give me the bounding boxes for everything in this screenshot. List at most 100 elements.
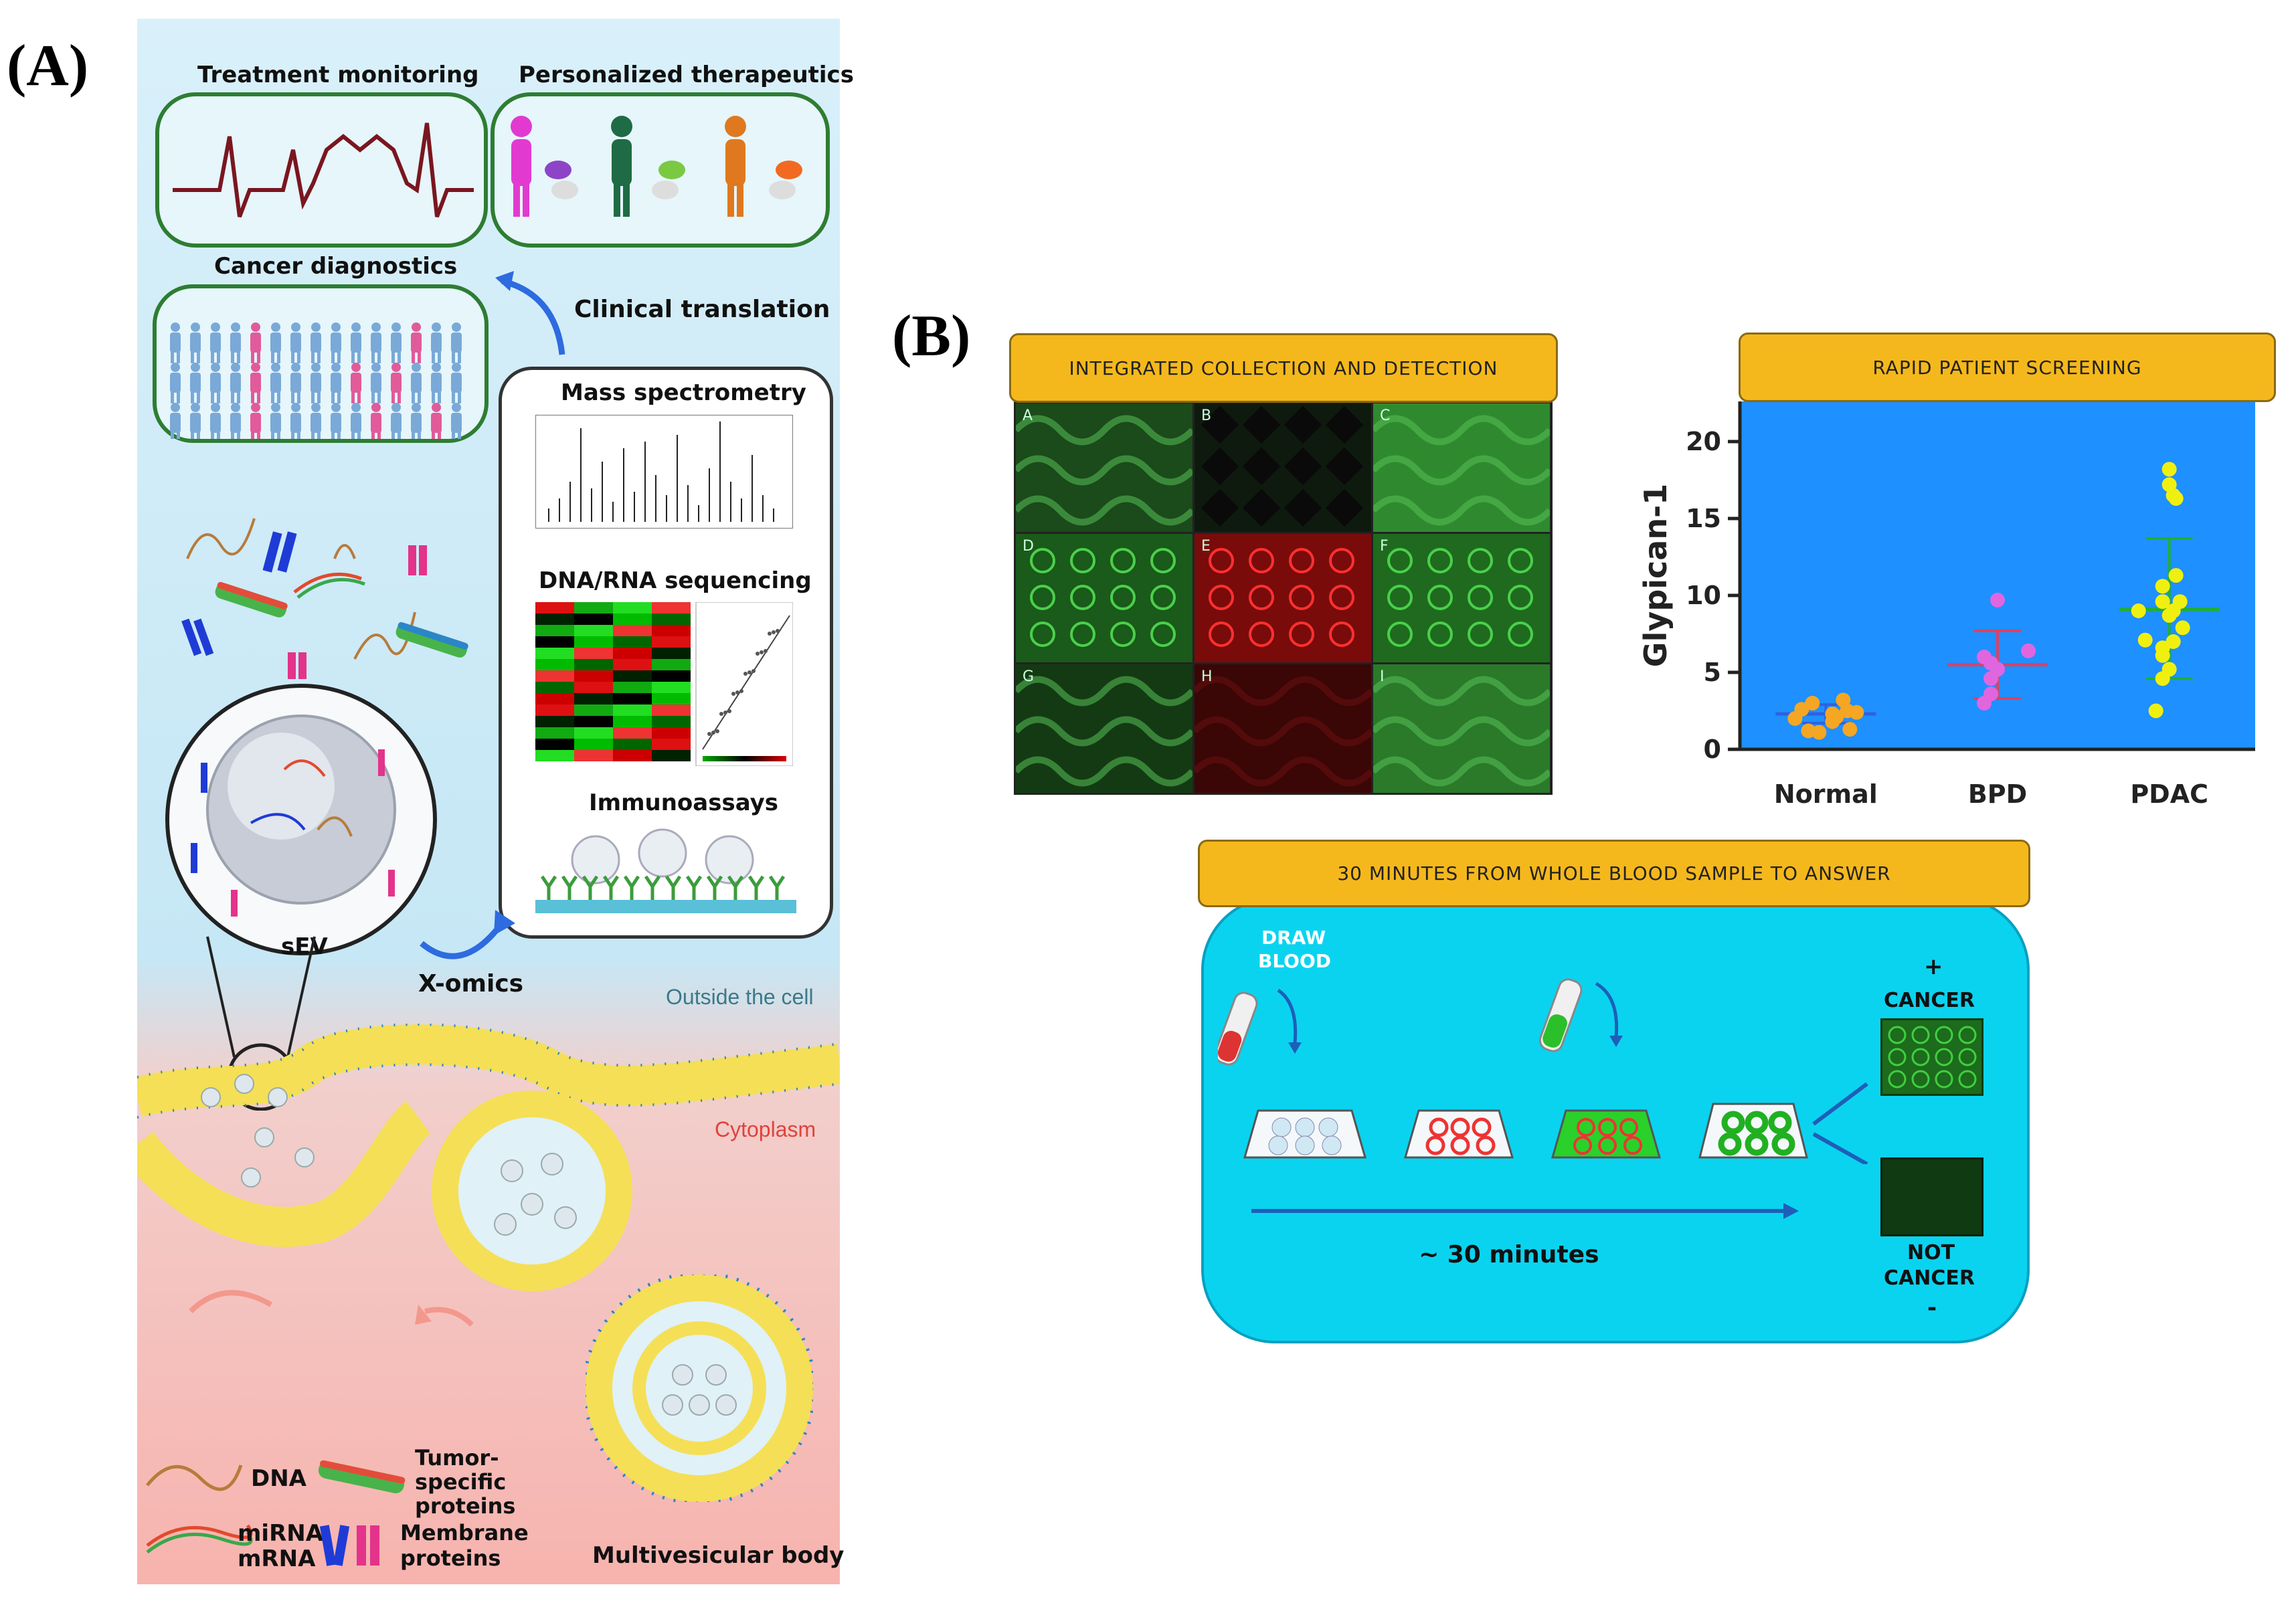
y-tick-label: 0 (1704, 735, 1721, 764)
plate-result-icon (1698, 1103, 1808, 1159)
sev-magnified (165, 684, 437, 955)
data-point (2161, 662, 2177, 677)
clinical-translation-label: Clinical translation (574, 296, 830, 323)
fluorescence-cell-b: B (1195, 403, 1371, 532)
fluorescence-cell-tag: G (1023, 668, 1035, 685)
cancer-diagnostics-box (153, 284, 489, 444)
data-point (1805, 696, 1820, 711)
legend-mrna: mRNA (238, 1545, 316, 1572)
fluorescence-cell-tag: F (1380, 538, 1389, 555)
fluorescence-cell-tag: H (1201, 668, 1213, 685)
cancer-result-image (1880, 1018, 1983, 1096)
fluorescence-cell-f: F (1373, 534, 1550, 662)
data-point (1801, 723, 1816, 739)
data-point (1836, 692, 1851, 708)
fluorescence-cell-h: H (1195, 664, 1371, 793)
fluorescence-cell-c: C (1373, 403, 1550, 532)
data-point (1842, 722, 1858, 737)
cytoplasm-label: Cytoplasm (715, 1117, 816, 1141)
sev-label: sEV (281, 933, 328, 960)
data-point (1990, 592, 2005, 607)
fluorescence-cell-tag: D (1023, 538, 1034, 555)
legend-dna: DNA (251, 1465, 306, 1492)
treatment-monitoring-label: Treatment monitoring (197, 62, 479, 88)
plate-green-icon (1551, 1109, 1661, 1159)
data-point (2155, 579, 2170, 594)
draw-blood-1: DRAW (1261, 927, 1326, 949)
legend-mirna: miRNA (238, 1520, 324, 1547)
data-point (1983, 686, 1998, 702)
y-axis-label: Glypican-1 (1638, 484, 1674, 667)
y-tick-label: 10 (1686, 581, 1721, 610)
timeline-arrow (1251, 1203, 1799, 1219)
x-category-label: PDAC (2130, 779, 2208, 809)
fluorescence-cell-tag: A (1023, 407, 1033, 424)
legend-dna-mirna-icons (146, 1465, 253, 1553)
heartbeat-icon (173, 122, 474, 218)
not-cancer-result-image (1880, 1157, 1983, 1236)
workflow-header: 30 MINUTES FROM WHOLE BLOOD SAMPLE TO AN… (1198, 840, 2030, 907)
mass-spectrum-plot (535, 415, 793, 529)
legend-membrane-1: Membrane (400, 1520, 529, 1545)
fluorescence-cell-tag: E (1201, 538, 1211, 555)
data-point (2161, 477, 2177, 492)
not-cancer-1: NOT (1907, 1241, 1955, 1264)
plate-red-icon (1404, 1109, 1514, 1159)
cancer-label: CANCER (1884, 989, 1975, 1012)
plate-empty-icon (1243, 1109, 1366, 1159)
data-point (1977, 650, 1992, 664)
x-omics-label: X-omics (418, 970, 524, 998)
data-point (2172, 594, 2188, 609)
blood-tube-icon (1218, 992, 1258, 1066)
clinical-translation-arrow (495, 271, 565, 355)
fluorescence-cell-a: A (1016, 403, 1193, 532)
immunoassays-label: Immunoassays (589, 789, 778, 816)
data-point (2131, 603, 2146, 618)
not-cancer-2: CANCER (1884, 1266, 1975, 1290)
cancer-minus: - (1927, 1295, 1937, 1321)
legend-membrane-protein-icon (320, 1525, 379, 1566)
x-category-label: Normal (1774, 779, 1878, 809)
data-point (2166, 634, 2181, 649)
legend-tumor-2: specific (415, 1469, 507, 1495)
mass-spectrometry-label: Mass spectrometry (561, 379, 806, 406)
personalized-therapeutics-box (491, 92, 830, 248)
treatment-monitoring-box (155, 92, 488, 248)
population-icon (170, 322, 462, 444)
cell-membrane (137, 1024, 840, 1327)
cancer-diagnostics-label: Cancer diagnostics (214, 253, 458, 280)
rapid-header: RAPID PATIENT SCREENING (1739, 333, 2276, 402)
y-tick-label: 20 (1686, 427, 1721, 456)
legend-tumor-1: Tumor- (415, 1445, 499, 1471)
immunoassay-illustration (535, 828, 796, 913)
sequencing-heatmap (535, 602, 793, 766)
panel-b-letter: (B) (892, 304, 971, 369)
legend-membrane-2: proteins (400, 1545, 501, 1571)
fluorescence-cell-e: E (1195, 534, 1371, 662)
multivesicular-body-label: Multivesicular body (592, 1542, 845, 1569)
fluorescence-cell-tag: B (1201, 407, 1212, 424)
workflow-steps (1218, 978, 1868, 1164)
x-omics-arrow (420, 910, 515, 959)
y-tick-label: 5 (1704, 658, 1721, 687)
data-point (2137, 632, 2153, 648)
data-point (1825, 707, 1840, 722)
data-point (2021, 643, 2036, 658)
multivesicular-body (586, 1275, 813, 1502)
time-label: ∼ 30 minutes (1419, 1241, 1599, 1268)
cancer-plus: + (1924, 953, 1943, 980)
fluorescence-cell-tag: C (1380, 407, 1391, 424)
fluorescence-cell-tag: I (1380, 668, 1385, 685)
data-point (1794, 702, 1809, 717)
x-category-label: BPD (1968, 779, 2027, 809)
integrated-header: INTEGRATED COLLECTION AND DETECTION (1009, 333, 1558, 403)
draw-blood-2: BLOOD (1258, 950, 1332, 972)
green-tube-icon (1538, 978, 1583, 1052)
data-point (2155, 594, 2170, 609)
data-point (2155, 640, 2170, 656)
fluorescence-cell-d: D (1016, 534, 1193, 662)
molecules-cloud (181, 518, 468, 679)
fluorescence-cell-g: G (1016, 664, 1193, 793)
data-point (2168, 568, 2184, 583)
